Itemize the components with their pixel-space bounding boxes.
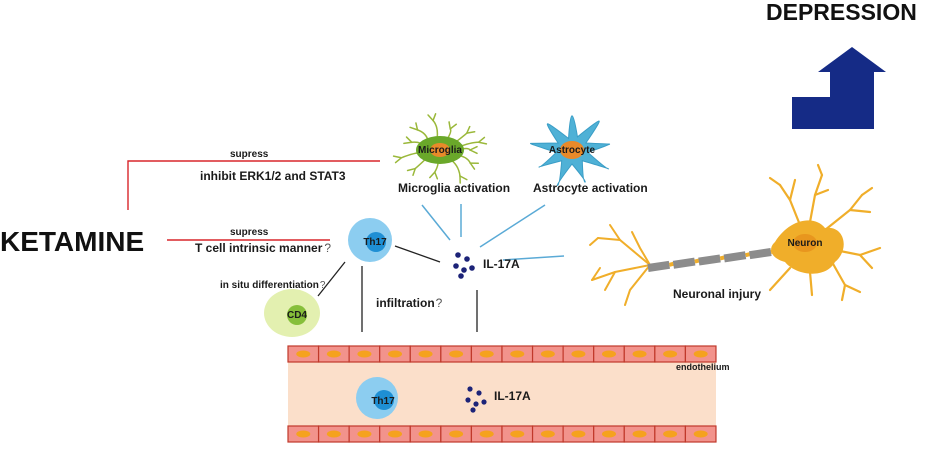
- il17a-top-label: IL-17A: [483, 257, 520, 271]
- supress-mid-label: supress: [230, 227, 269, 238]
- il17a-signal-lines: [422, 204, 564, 260]
- depression-label: DEPRESSION: [766, 0, 917, 25]
- tcell-manner-label: T cell intrinsic manner?: [195, 241, 331, 255]
- ketamine-label: KETAMINE: [0, 226, 144, 257]
- neuronal-injury-label: Neuronal injury: [673, 287, 761, 301]
- up-right-arrow-icon: [792, 47, 886, 129]
- connector-lines: [318, 246, 477, 332]
- microglia-label: Microglia: [418, 145, 462, 156]
- il17a-bottom-label: IL-17A: [494, 389, 531, 403]
- in-situ-label: in situ differentiation?: [220, 280, 326, 291]
- astrocyte-activation-label: Astrocyte activation: [533, 181, 648, 195]
- neuron-label: Neuron: [788, 238, 823, 249]
- infiltration-label: infiltration?: [376, 296, 443, 310]
- inhibit-label: inhibit ERK1/2 and STAT3: [200, 169, 346, 183]
- astrocyte-label: Astrocyte: [549, 145, 596, 156]
- il17a-dots-icon: [453, 252, 475, 279]
- supress-top-label: supress: [230, 149, 269, 160]
- th17-top-label: Th17: [363, 237, 387, 248]
- cd4-label: CD4: [287, 310, 307, 321]
- th17-bottom-label: Th17: [371, 396, 395, 407]
- endothelium-label: endothelium: [676, 362, 730, 372]
- microglia-activation-label: Microglia activation: [398, 181, 510, 195]
